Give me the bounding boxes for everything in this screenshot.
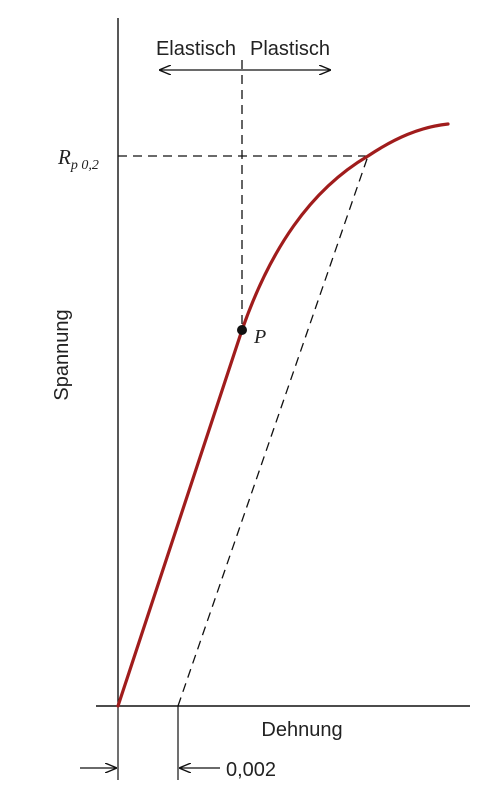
yield-strength-subscript: p 0,2	[70, 158, 99, 173]
stress-strain-curve	[116, 122, 450, 708]
yield-strength-label: Rp 0,2	[57, 145, 99, 173]
yield-strength-symbol: R	[57, 145, 71, 169]
plastic-label: Plastisch	[250, 38, 330, 60]
proportional-limit-point	[237, 325, 247, 335]
x-axis-label: Dehnung	[261, 719, 342, 741]
offset-dashed-line	[177, 155, 369, 707]
y-axis-label: Spannung	[51, 309, 73, 400]
elastic-label: Elastisch	[156, 38, 236, 60]
offset-label: 0,002	[226, 759, 276, 781]
point-p-label: P	[253, 326, 266, 348]
